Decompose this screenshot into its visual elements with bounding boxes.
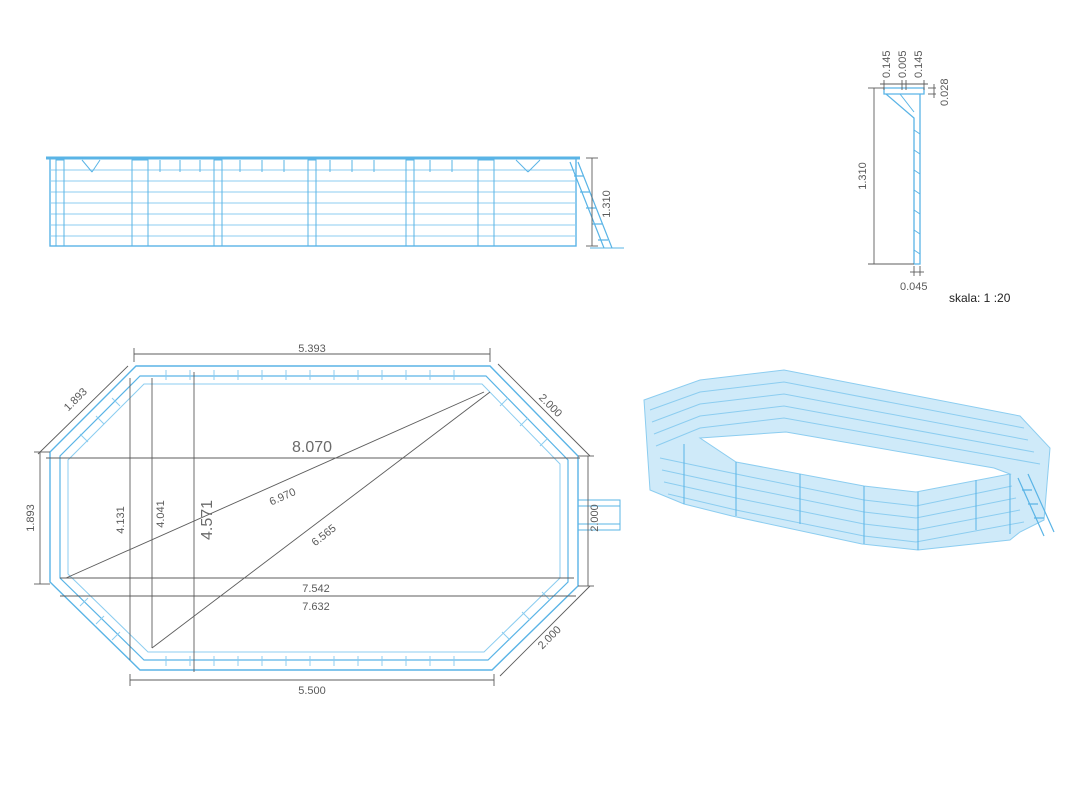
plan-dimension-lines (34, 348, 594, 686)
profile-top-label-2: 0.005 (897, 50, 909, 78)
plan-diagonal-a-label: 6.970 (268, 486, 298, 508)
profile-top-label-1: 0.145 (881, 50, 893, 78)
profile-height-dimension: 1.310 (857, 87, 914, 265)
scale-label: skala: 1 :20 (949, 291, 1011, 305)
plan-width-a-label: 4.131 (115, 506, 127, 534)
plan-wall-brackets (79, 370, 551, 666)
side-height-label: 1.310 (601, 190, 613, 218)
side-elevation-planks (50, 169, 576, 237)
plan-diag-top-left-label: 1.893 (62, 386, 90, 414)
plan-diagonal-b-label: 6.565 (310, 522, 339, 548)
profile-height-label: 1.310 (857, 162, 869, 190)
side-elevation-brackets (81, 159, 541, 173)
profile-top-dimensions: 0.145 0.005 0.145 (880, 50, 928, 90)
plan-inner-length-a-label: 7.542 (302, 583, 330, 595)
plan-view: 5.393 5.500 1.893 2.000 2.000 1.893 2.00… (25, 343, 621, 697)
plan-width-b-label: 4.041 (155, 500, 167, 528)
profile-thickness-dimension: 0.045 (900, 266, 928, 293)
plan-overall-length-label: 8.070 (292, 439, 332, 456)
plan-right-height-label: 2.000 (589, 504, 601, 532)
side-height-dimension: 1.310 (586, 157, 613, 247)
profile-top-label-3: 0.145 (913, 50, 925, 78)
profile-notches (913, 129, 921, 255)
plan-top-length-label: 5.393 (298, 343, 326, 355)
plan-bottom-length-label: 5.500 (298, 685, 326, 697)
profile-thickness-label: 0.045 (900, 281, 928, 293)
side-elevation-posts (55, 159, 495, 247)
plan-wall (49, 365, 579, 671)
isometric-ladder (1017, 473, 1055, 537)
side-elevation-view: 1.310 (46, 156, 624, 249)
profile-offset-label: 0.028 (939, 78, 951, 106)
side-ladder (569, 161, 624, 249)
plan-overall-width-label: 4.571 (199, 500, 216, 540)
plan-inner-length-b-label: 7.632 (302, 601, 330, 613)
wall-profile-section: 0.145 0.005 0.145 0.028 1.310 0.045 skal… (857, 50, 1011, 305)
plan-ladder (577, 499, 621, 531)
plan-diag-bottom-right-label: 2.000 (536, 624, 564, 652)
isometric-view (643, 369, 1055, 551)
isometric-posts (683, 444, 1011, 550)
plan-left-height-label: 1.893 (25, 504, 37, 532)
profile-offset-dimension: 0.028 (928, 78, 951, 106)
